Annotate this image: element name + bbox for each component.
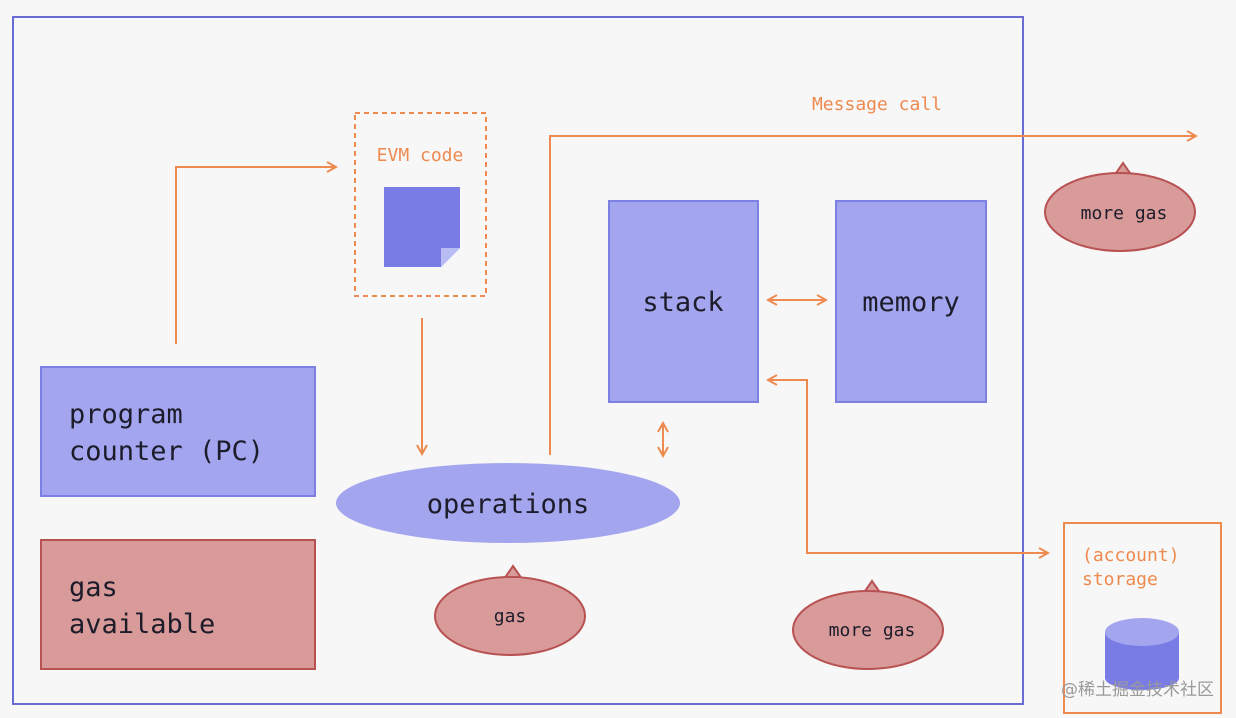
stack-box <box>608 200 759 403</box>
evm-code-label: EVM code <box>377 145 464 166</box>
gas-bubble: gas <box>434 564 586 656</box>
gas-available-box <box>40 539 316 670</box>
more-gas-top-label: more gas <box>1081 203 1168 224</box>
more-gas-bubble-bottom: more gas <box>792 579 944 670</box>
memory-label: memory <box>862 287 960 318</box>
evm-code-box <box>354 112 487 297</box>
storage-line2: storage <box>1082 569 1158 590</box>
gas-bubble-label: gas <box>494 606 527 627</box>
more-gas-bubble-top: more gas <box>1044 161 1196 252</box>
gas-available-line1: gas <box>69 572 118 603</box>
operations-label: operations <box>427 489 590 520</box>
arrow-pc-to-code <box>175 167 336 344</box>
program-counter-line2: counter (PC) <box>69 436 264 467</box>
program-counter-line1: program <box>69 399 183 430</box>
operations-ellipse <box>336 463 680 543</box>
storage-line1: (account) <box>1082 545 1180 566</box>
message-call-label: Message call <box>812 94 942 115</box>
gas-available-line2: available <box>69 609 215 640</box>
database-icon <box>1105 618 1179 690</box>
arrow-storage-stack <box>768 380 1048 553</box>
arrow-message-call <box>549 136 1196 455</box>
more-gas-bottom-label: more gas <box>829 620 916 641</box>
document-icon <box>384 187 460 267</box>
watermark: @稀土掘金技术社区 <box>1061 680 1214 700</box>
program-counter-box <box>40 366 316 497</box>
stack-label: stack <box>642 287 723 318</box>
